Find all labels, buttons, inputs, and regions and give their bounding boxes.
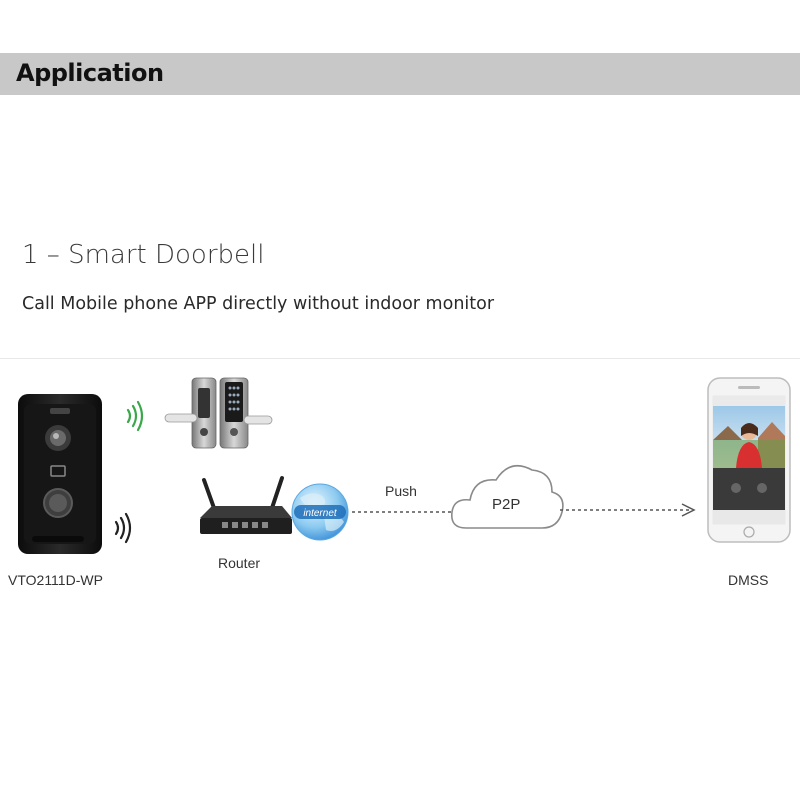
dmss-label: DMSS	[728, 572, 769, 588]
cloud-icon	[450, 464, 564, 529]
header-bar: Application	[0, 53, 800, 95]
router-icon	[200, 476, 292, 534]
push-label: Push	[385, 483, 417, 499]
smart-doorbell-diagram: internet VT	[0, 360, 800, 600]
internet-label: internet	[303, 508, 338, 519]
doorbell-device-icon	[18, 394, 102, 554]
divider	[0, 358, 800, 359]
smartphone-icon	[707, 377, 791, 543]
router-label: Router	[218, 555, 261, 571]
section-subtitle: Call Mobile phone APP directly without i…	[22, 294, 495, 314]
sound-wave-icon	[114, 512, 132, 544]
section-title: 1 – Smart Doorbell	[22, 240, 265, 270]
wifi-signal-icon	[126, 400, 144, 432]
p2p-label: P2P	[492, 496, 521, 513]
smart-lock-icon	[164, 377, 273, 449]
doorbell-label: VTO2111D-WP	[8, 572, 103, 588]
internet-globe-icon: internet	[291, 483, 349, 541]
header-title: Application	[16, 59, 164, 87]
diagram-canvas: internet	[18, 377, 791, 554]
arrow-head-icon	[681, 503, 696, 517]
